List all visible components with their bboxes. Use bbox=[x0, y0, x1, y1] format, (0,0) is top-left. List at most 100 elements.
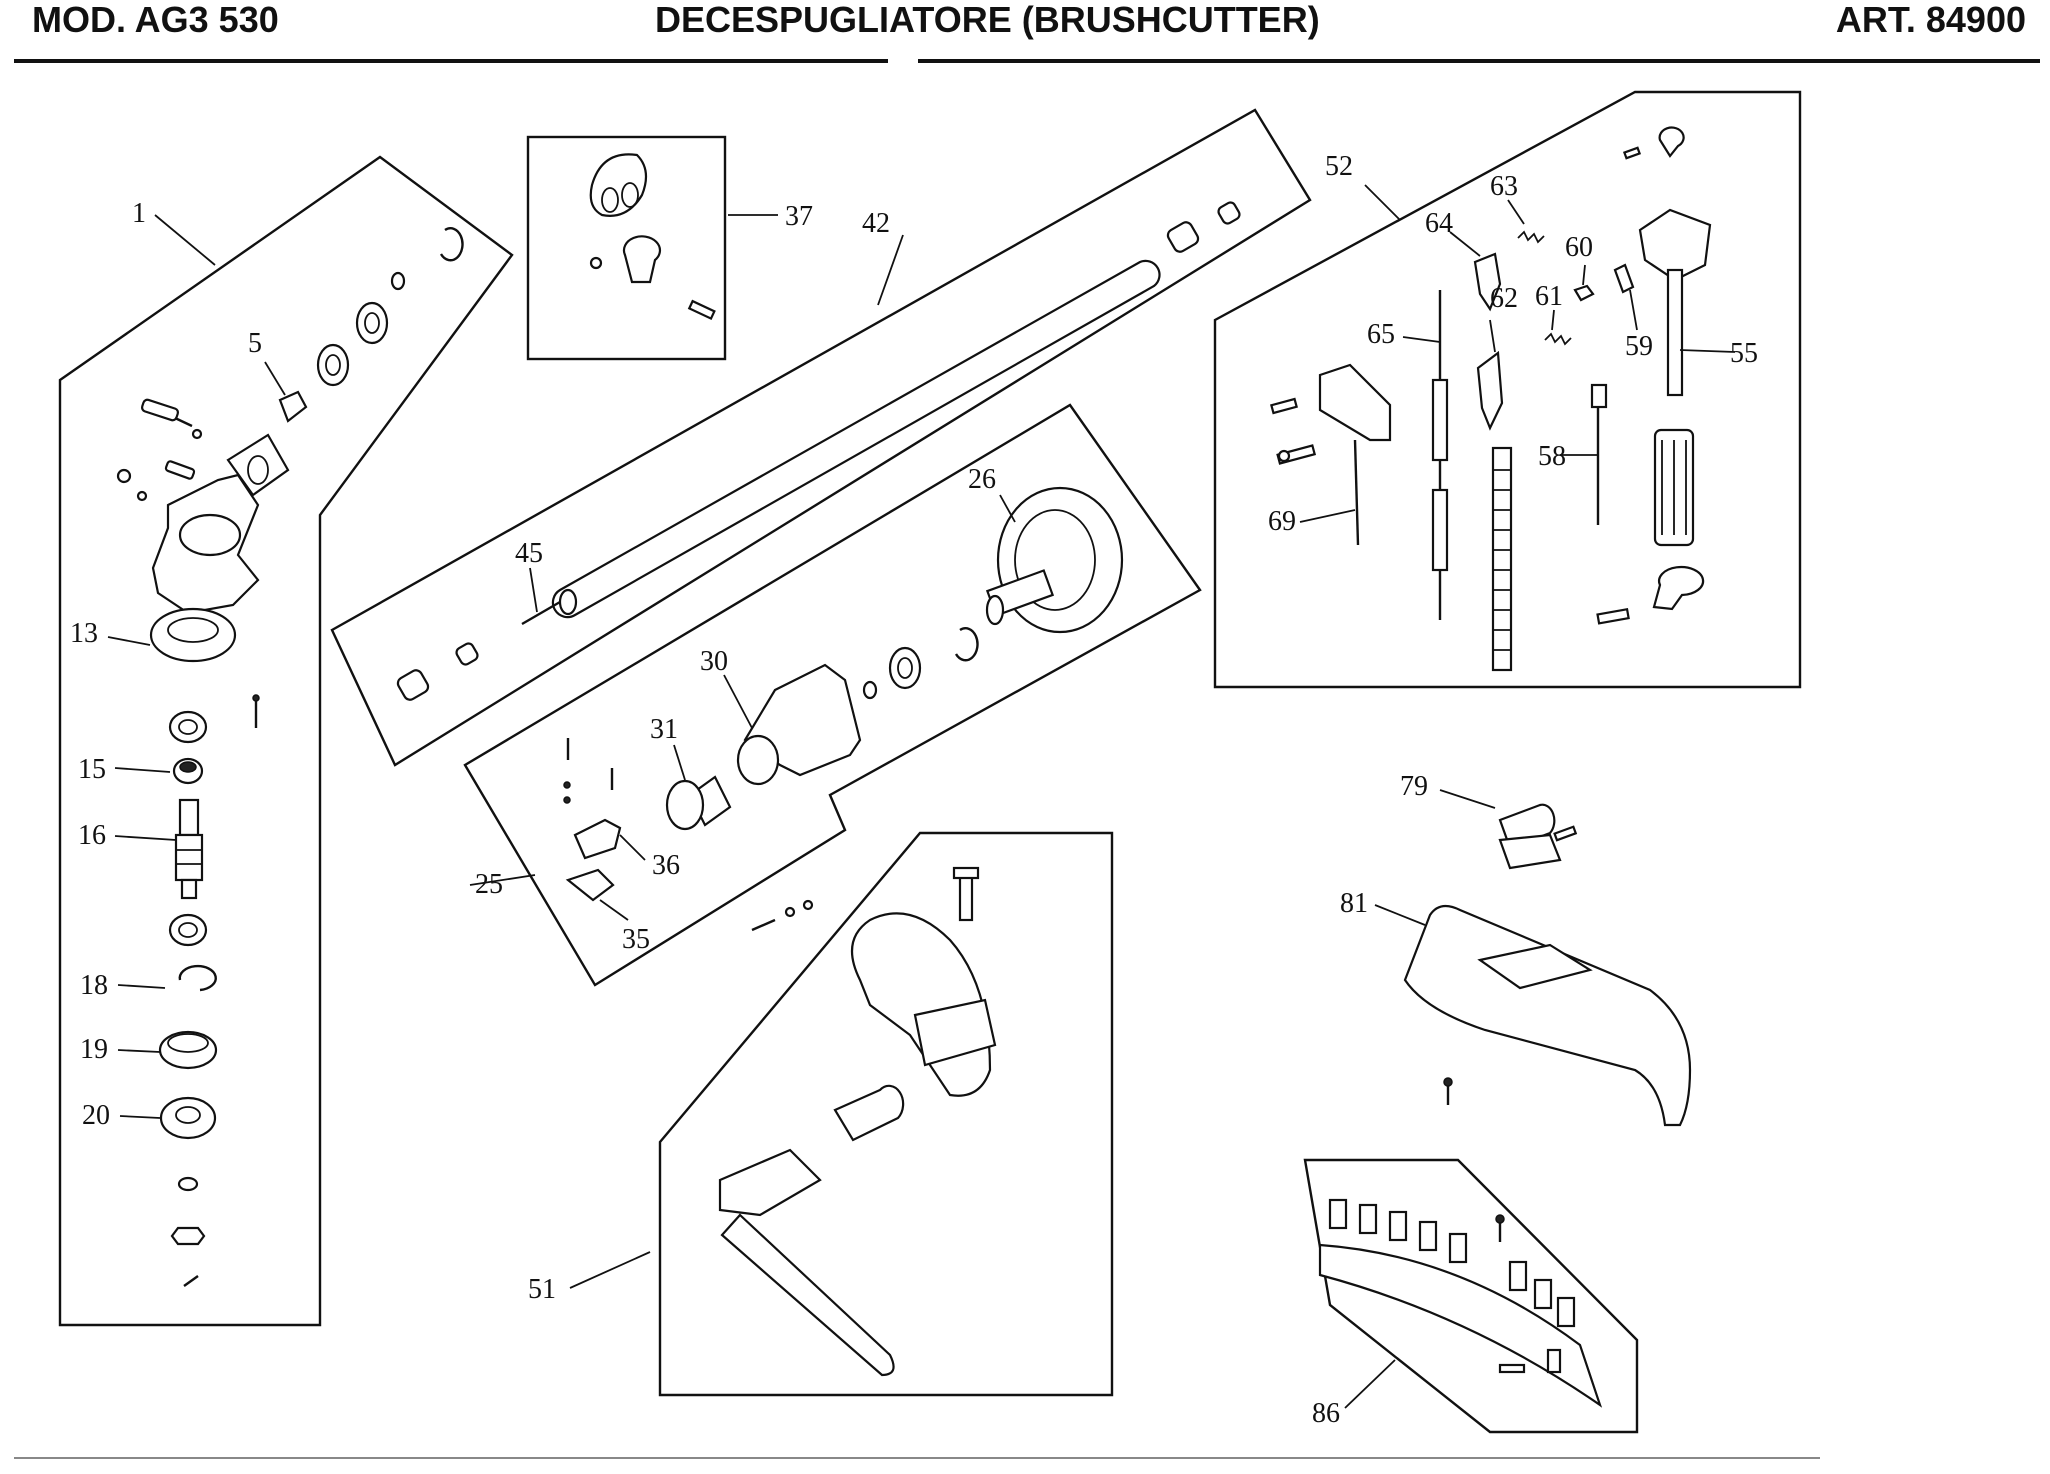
model-label: MOD. AG3 530 bbox=[32, 0, 279, 40]
lever-part bbox=[1476, 350, 1504, 431]
clamp-bracket-part bbox=[589, 153, 648, 217]
callout-42: 42 bbox=[862, 208, 890, 239]
washer-part bbox=[390, 271, 406, 291]
callout-65: 65 bbox=[1367, 319, 1395, 350]
loop-handle-group: 51 bbox=[528, 831, 1114, 1397]
callout-31: 31 bbox=[650, 714, 678, 745]
callout-52: 52 bbox=[1325, 151, 1353, 182]
drive-tube-part bbox=[551, 259, 1161, 619]
callout-62: 62 bbox=[1490, 283, 1518, 314]
callout-16: 16 bbox=[78, 820, 106, 851]
snap-ring-part bbox=[439, 227, 464, 262]
nut-part bbox=[170, 1226, 206, 1246]
callout-58: 58 bbox=[1538, 441, 1566, 472]
gear-housing-part bbox=[151, 433, 290, 615]
part-59 bbox=[1613, 263, 1635, 294]
callout-1: 1 bbox=[132, 198, 146, 229]
bearing-part-2 bbox=[316, 343, 350, 387]
handle-bracket-part bbox=[718, 1148, 822, 1217]
callout-20: 20 bbox=[82, 1100, 110, 1131]
corrugated-tube-part bbox=[1491, 446, 1513, 672]
spring-part-61 bbox=[1544, 332, 1572, 346]
drive-shaft-part bbox=[521, 600, 561, 626]
debris-shield-frame bbox=[1303, 1158, 1639, 1434]
bearing-part-3 bbox=[168, 913, 208, 947]
clutch-frame bbox=[463, 403, 1202, 987]
loop-handle-frame bbox=[658, 831, 1114, 1397]
bracket-part-35 bbox=[565, 868, 615, 902]
drive-tube-group: 42 45 bbox=[330, 108, 1312, 767]
clamp-group: 37 bbox=[526, 135, 813, 361]
circlip-part bbox=[178, 964, 217, 992]
washer-part-2 bbox=[177, 1176, 199, 1192]
trigger-part bbox=[1473, 252, 1502, 312]
flange-part bbox=[149, 607, 237, 663]
callout-55: 55 bbox=[1730, 338, 1758, 369]
circlip-part-2 bbox=[954, 627, 979, 662]
bearing-part-4 bbox=[888, 646, 922, 690]
handle-rod-part bbox=[1666, 268, 1684, 397]
bracket-part-36 bbox=[573, 818, 622, 860]
part-60 bbox=[1573, 284, 1595, 302]
clutch-group: 25 26 30 31 bbox=[463, 403, 1202, 987]
throttle-group: 52 55 63 64 60 bbox=[1213, 90, 1802, 689]
throttle-frame bbox=[1213, 90, 1802, 689]
callout-60: 60 bbox=[1565, 232, 1593, 263]
article-label: ART. 84900 bbox=[1835, 0, 2026, 40]
clamp-ring-part bbox=[622, 235, 662, 284]
spring-part-63 bbox=[1517, 230, 1545, 244]
callout-19: 19 bbox=[80, 1034, 108, 1065]
blade-guard-part bbox=[1403, 904, 1692, 1127]
callout-13: 13 bbox=[70, 618, 98, 649]
diagram-title: DECESPUGLIATORE (BRUSHCUTTER) bbox=[655, 0, 1320, 40]
debris-shield-group: 86 bbox=[1303, 1158, 1639, 1434]
clip-part bbox=[1658, 126, 1685, 158]
handle-sleeve-part bbox=[833, 1084, 905, 1142]
handle-clamp-part bbox=[1652, 565, 1705, 611]
callout-26: 26 bbox=[968, 464, 996, 495]
lower-flange-part bbox=[159, 1096, 217, 1140]
debris-shield-part bbox=[1318, 1243, 1603, 1408]
callout-15: 15 bbox=[78, 754, 106, 785]
callout-18: 18 bbox=[80, 970, 108, 1001]
handle-bar-part bbox=[720, 1213, 895, 1377]
drive-tube-frame bbox=[330, 108, 1312, 767]
bearing-part bbox=[355, 301, 389, 345]
blade-guard-group: 81 bbox=[1340, 888, 1692, 1127]
callout-36: 36 bbox=[652, 850, 680, 881]
callout-81: 81 bbox=[1340, 888, 1368, 919]
cup-washer-part bbox=[158, 1030, 218, 1070]
callout-30: 30 bbox=[700, 646, 728, 677]
header-rules bbox=[14, 59, 2040, 1459]
callout-25: 25 bbox=[475, 869, 503, 900]
guard-clamp-part bbox=[1498, 803, 1556, 850]
callout-86: 86 bbox=[1312, 1398, 1340, 1429]
callout-45: 45 bbox=[515, 538, 543, 569]
callout-63: 63 bbox=[1490, 171, 1518, 202]
screw-part-2 bbox=[116, 460, 196, 502]
stop-switch-part bbox=[1590, 383, 1608, 409]
gear-head-frame bbox=[58, 155, 514, 1327]
throttle-housing-part bbox=[1638, 208, 1712, 282]
callout-5: 5 bbox=[248, 328, 262, 359]
screw-part bbox=[140, 398, 203, 440]
mounting-plate-part bbox=[1318, 363, 1392, 442]
callout-61: 61 bbox=[1535, 281, 1563, 312]
callout-64: 64 bbox=[1425, 208, 1453, 239]
callout-51: 51 bbox=[528, 1274, 556, 1305]
clutch-drum-part bbox=[985, 486, 1124, 634]
callout-69: 69 bbox=[1268, 506, 1296, 537]
guard-bracket-group: 79 bbox=[1400, 771, 1578, 870]
callout-37: 37 bbox=[785, 201, 813, 232]
output-shaft-part bbox=[174, 798, 204, 900]
pinion-gear-part bbox=[278, 390, 308, 423]
callout-79: 79 bbox=[1400, 771, 1428, 802]
callout-59: 59 bbox=[1625, 331, 1653, 362]
handle-screw-part bbox=[958, 873, 974, 922]
gear-head-group: 1 5 bbox=[58, 155, 514, 1327]
shield-teeth-part bbox=[1328, 1198, 1576, 1328]
clamp-frame bbox=[526, 135, 727, 361]
callout-35: 35 bbox=[622, 924, 650, 955]
